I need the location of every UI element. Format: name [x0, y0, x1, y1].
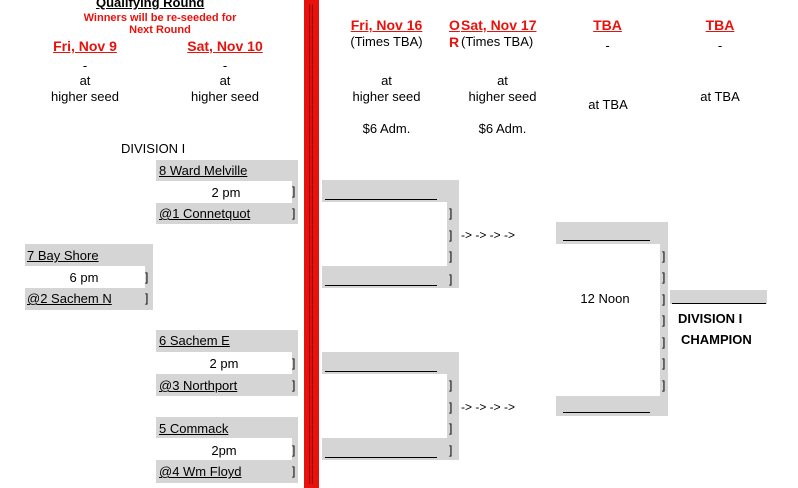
game-1-home: @1 Connetquot	[159, 206, 251, 221]
col4-site: higher seed	[468, 89, 537, 104]
bracket-mark: ]	[292, 443, 296, 457]
game-2-visitor: 7 Bay Shore	[27, 248, 99, 263]
col5-dash: -	[605, 38, 610, 53]
game-4-visitor: 5 Commack	[159, 421, 229, 436]
bracket-mark: ]	[292, 378, 296, 392]
champion-label-1: DIVISION I	[678, 311, 743, 326]
col2-dash: -	[222, 58, 228, 73]
bracket-mark: ]	[449, 400, 453, 414]
col1-dash: -	[82, 58, 88, 73]
winner-line	[563, 412, 650, 413]
champion-label-2: CHAMPION	[681, 332, 752, 347]
game-4-home: @4 Wm Floyd	[159, 464, 242, 479]
col2-site: higher seed	[191, 89, 259, 104]
col2-date: Sat, Nov 10	[187, 38, 263, 54]
bracket-mark: ]	[662, 292, 666, 306]
col4-prefix-r: R	[449, 34, 460, 50]
col3-at: at	[381, 73, 392, 88]
col1-at: at	[79, 73, 91, 88]
col3-admission: $6 Adm.	[362, 121, 411, 136]
divider-marks: || || || || || || || || || || || || || |…	[308, 4, 314, 485]
game-3-visitor: 6 Sachem E	[159, 333, 230, 348]
col3-times: (Times TBA)	[350, 34, 423, 49]
bracket-mark: ]	[662, 356, 666, 370]
col3-date: Fri, Nov 16	[350, 17, 423, 33]
bracket-mark: ]	[292, 356, 296, 370]
reseed-note: Winners will be re-seeded for Next Round	[83, 12, 237, 36]
bracket-mark: ]	[449, 421, 453, 435]
winner-line	[325, 371, 437, 372]
bracket-mark: ]	[662, 270, 666, 284]
bracket-mark: ]	[292, 206, 296, 220]
round-divider	[304, 0, 319, 488]
game-1-visitor: 8 Ward Melville	[159, 163, 248, 178]
game-1-time: 2 pm	[211, 185, 241, 200]
bracket-mark: ]	[662, 378, 666, 392]
bracket-mark: ]	[292, 464, 296, 478]
bracket-mark: ]	[662, 313, 666, 327]
col3-site: higher seed	[352, 89, 421, 104]
champion-line	[672, 303, 766, 304]
bracket-mark: ]	[145, 270, 149, 284]
col1-date: Fri, Nov 9	[53, 38, 117, 54]
bracket-mark: ]	[449, 206, 453, 220]
winner-line	[563, 240, 650, 241]
bracket-mark: ]	[449, 228, 453, 242]
col4-prefix-o: O	[449, 17, 460, 33]
game-2-home: @2 Sachem N	[27, 291, 112, 306]
bracket-mark: ]	[449, 249, 453, 263]
col5-date: TBA	[593, 17, 622, 33]
col4-at: at	[497, 73, 508, 88]
bracket-mark: ]	[662, 249, 666, 263]
col5-site: at TBA	[588, 97, 628, 112]
bracket-mark: ]	[449, 272, 453, 286]
bracket-mark: ]	[449, 443, 453, 457]
game-2-time: 6 pm	[69, 270, 99, 285]
col6-dash: -	[717, 38, 723, 53]
bracket-mark: ]	[292, 184, 296, 198]
bracket-mark: ]	[145, 291, 149, 305]
advance-arrows: -> -> -> ->	[461, 400, 516, 414]
final-time: 12 Noon	[580, 291, 630, 306]
col6-date: TBA	[705, 17, 735, 33]
col4-admission: $6 Adm.	[478, 121, 527, 136]
winner-line	[325, 285, 437, 286]
champion-box	[670, 290, 767, 304]
game-4-time: 2pm	[211, 443, 237, 458]
game-3-time: 2 pm	[209, 356, 239, 371]
col1-site: higher seed	[51, 89, 119, 104]
bracket-mark: ]	[449, 378, 453, 392]
game-3-home: @3 Northport	[159, 378, 238, 393]
col2-at: at	[219, 73, 231, 88]
bracket-mark: ]	[662, 335, 666, 349]
page-title: Qualifying Round	[96, 0, 205, 10]
col4-date: Sat, Nov 17	[461, 17, 537, 33]
winner-line	[325, 457, 437, 458]
winner-line	[325, 199, 437, 200]
advance-arrows: -> -> -> ->	[461, 228, 516, 242]
col6-site: at TBA	[700, 89, 740, 104]
col4-times: (Times TBA)	[461, 34, 534, 49]
division-label: DIVISION I	[121, 141, 186, 156]
